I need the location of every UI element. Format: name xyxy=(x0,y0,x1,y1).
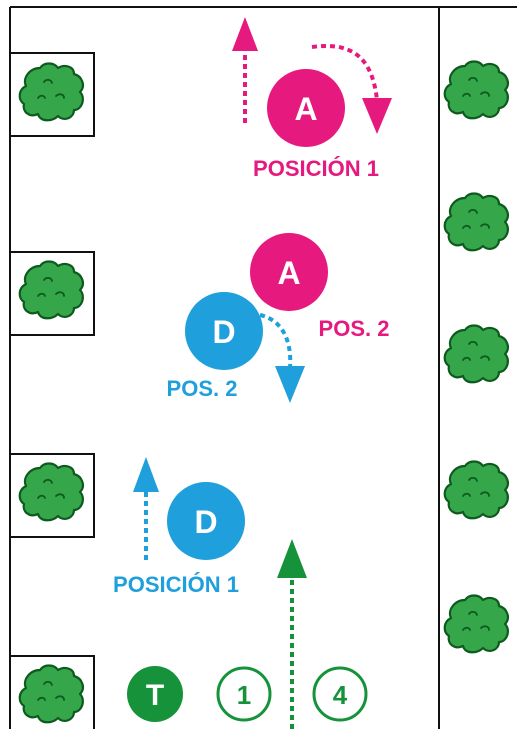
bush-icon xyxy=(443,192,509,252)
right-bushes xyxy=(443,60,509,654)
bush-icon xyxy=(18,462,84,522)
position-circle-1 xyxy=(216,666,272,722)
attacker-marker xyxy=(267,69,345,147)
attacker-letter: A xyxy=(277,255,300,291)
defender-letter: D xyxy=(194,504,217,540)
defender-marker xyxy=(167,482,245,560)
left-planters xyxy=(9,52,95,729)
bush-icon xyxy=(443,594,509,654)
planter-2 xyxy=(9,251,95,336)
attacker-position-2-label: POS. 2 xyxy=(319,316,390,341)
attacker-position-2: A POS. 2 xyxy=(250,233,389,341)
position-circle-4 xyxy=(312,666,368,722)
defender-position-1-label: POSICIÓN 1 xyxy=(113,572,239,597)
planter-1 xyxy=(9,52,95,137)
bush-icon xyxy=(18,260,84,320)
attacker-position-1-label: POSICIÓN 1 xyxy=(253,156,379,181)
team-path xyxy=(277,539,307,729)
bush-icon xyxy=(18,664,84,724)
arrow-icon xyxy=(277,539,307,578)
arrow-icon xyxy=(232,17,258,51)
attacker-position-1: A POSICIÓN 1 xyxy=(232,17,392,181)
team-badge xyxy=(127,666,183,722)
planter-3 xyxy=(9,453,95,538)
defender-position-1: D POSICIÓN 1 xyxy=(113,457,245,597)
planter-4 xyxy=(9,655,95,729)
bush-icon xyxy=(18,62,84,122)
team-badge-letter: T xyxy=(146,679,164,712)
arrow-icon xyxy=(362,98,392,134)
defender-position-2: D POS. 2 xyxy=(167,292,305,403)
bush-icon xyxy=(443,324,509,384)
bush-icon xyxy=(443,460,509,520)
attacker-turn-path xyxy=(311,44,379,101)
attacker-marker xyxy=(250,233,328,311)
bottom-markers: T 1 4 xyxy=(127,666,368,722)
attacker-letter: A xyxy=(294,91,317,127)
position-circle-1-number: 1 xyxy=(237,680,251,710)
bush-icon xyxy=(443,60,509,120)
defender-marker xyxy=(185,292,263,370)
position-circle-4-number: 4 xyxy=(333,680,348,710)
defender-letter: D xyxy=(212,314,235,350)
defender-turn-path xyxy=(259,313,293,369)
defender-position-2-label: POS. 2 xyxy=(167,376,238,401)
arrow-icon xyxy=(133,457,159,492)
arrow-icon xyxy=(275,366,305,403)
